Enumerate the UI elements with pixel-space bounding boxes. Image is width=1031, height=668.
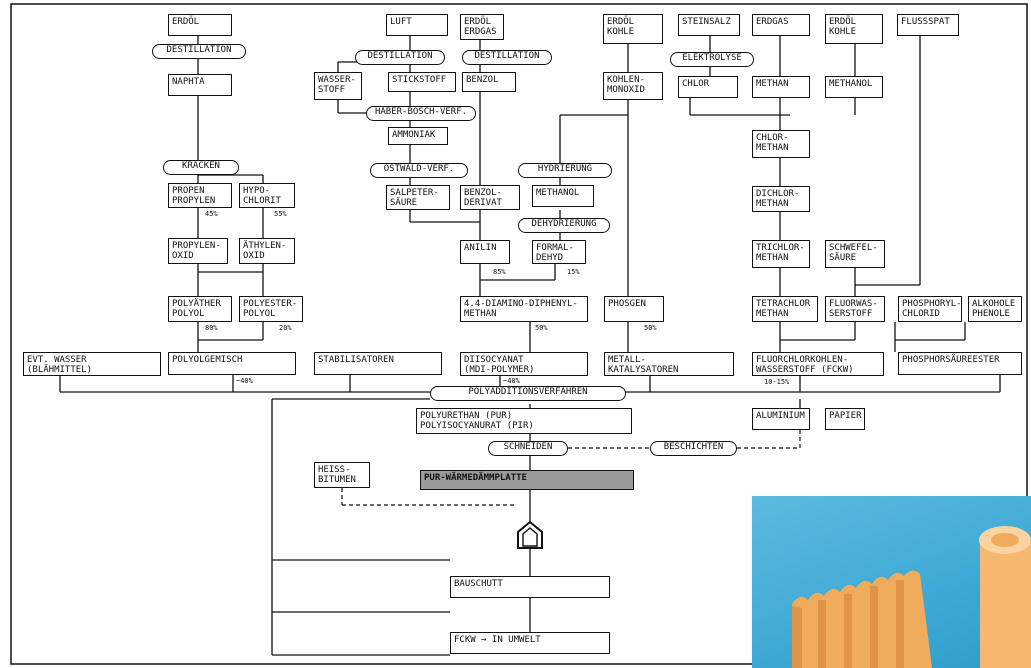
- node-trichlormethan: TRICHLOR- METHAN: [752, 240, 810, 268]
- source-erdoel-kohle-2: ERDÖL KOHLE: [825, 14, 883, 44]
- node-phosgen: PHOSGEN: [604, 296, 664, 322]
- pct-hypochlorit: 55%: [274, 210, 287, 218]
- process-destillation-3: DESTILLATION: [462, 50, 552, 65]
- product-fckw-umwelt: FCKW → IN UMWELT: [450, 632, 610, 654]
- node-schwefelsaeure: SCHWEFEL- SÄURE: [825, 240, 885, 268]
- node-benzolderivat: BENZOL- DERIVAT: [460, 185, 520, 210]
- node-hypochlorit: HYPO- CHLORIT: [239, 183, 295, 208]
- node-anilin: ANILIN: [460, 240, 510, 264]
- node-ammoniak: AMMONIAK: [388, 127, 448, 145]
- process-haber-bosch: HABER-BOSCH-VERF.: [366, 106, 476, 121]
- node-propen: PROPEN PROPYLEN: [168, 183, 232, 208]
- node-benzol: BENZOL: [462, 72, 516, 92]
- product-daemmplatte: PUR-WÄRMEDÄMMPLATTE: [420, 470, 634, 490]
- component-phosphorsaeureester: PHOSPHORSÄUREESTER: [898, 352, 1022, 375]
- component-polyolgemisch: POLYOLGEMISCH: [168, 352, 296, 375]
- product-papier: PAPIER: [825, 408, 865, 430]
- pct-formaldehyd: 15%: [567, 268, 580, 276]
- source-erdgas: ERDGAS: [752, 14, 810, 36]
- process-destillation-2: DESTILLATION: [355, 50, 445, 65]
- process-beschichten: BESCHICHTEN: [650, 441, 737, 456]
- node-salpetersaeure: SALPETER- SÄURE: [386, 185, 450, 210]
- process-hydrierung: HYDRIERUNG: [518, 163, 612, 178]
- product-bauschutt: BAUSCHUTT: [450, 576, 610, 598]
- pct-polyolgemisch: ~40%: [236, 377, 253, 385]
- house-icon: [517, 520, 543, 549]
- process-elektrolyse: ELEKTROLYSE: [670, 52, 754, 67]
- component-wasser: EVT. WASSER (BLÄHMITTEL): [23, 352, 161, 376]
- node-aethylenoxid: ÄTHYLEN- OXID: [239, 238, 295, 264]
- product-heissbitumen: HEISS- BITUMEN: [314, 462, 370, 488]
- source-luft: LUFT: [386, 14, 448, 36]
- node-methanol-top: METHANOL: [825, 76, 883, 98]
- node-chlormethan: CHLOR- METHAN: [752, 130, 810, 158]
- node-dichlormethan: DICHLOR- METHAN: [752, 186, 810, 212]
- pct-fckw: 10-15%: [764, 378, 790, 386]
- pct-diisocyanat: ~40%: [503, 377, 520, 385]
- process-polyaddition: POLYADDITIONSVERFAHREN: [430, 386, 626, 401]
- pct-anilin: 85%: [493, 268, 506, 276]
- process-kracken: KRACKEN: [163, 160, 239, 175]
- node-polyesterpolyol: POLYESTER- POLYOL: [239, 296, 303, 322]
- process-destillation-1: DESTILLATION: [152, 44, 246, 59]
- node-diaminodiphenylmethan: 4.4-DIAMINO-DIPHENYL- METHAN: [460, 296, 588, 322]
- source-erdoel: ERDÖL: [168, 14, 232, 36]
- source-flussspat: FLUSSSPAT: [897, 14, 959, 36]
- component-katalysatoren: METALL- KATALYSATOREN: [604, 352, 734, 376]
- pct-polyaether: 80%: [205, 324, 218, 332]
- node-wasserstoff: WASSER- STOFF: [314, 72, 362, 100]
- node-stickstoff: STICKSTOFF: [388, 72, 456, 92]
- node-polyaetherpolyol: POLYÄTHER POLYOL: [168, 296, 232, 322]
- node-alkohole-phenole: ALKOHOLE PHENOLE: [968, 296, 1022, 322]
- process-ostwald: OSTWALD-VERF.: [370, 163, 468, 178]
- source-steinsalz: STEINSALZ: [678, 14, 740, 36]
- node-tetrachlormethan: TETRACHLOR METHAN: [752, 296, 818, 322]
- component-stabilisatoren: STABILISATOREN: [314, 352, 442, 375]
- node-methanol-mid: METHANOL: [532, 185, 594, 207]
- insulation-photo: [752, 496, 1031, 668]
- node-phosphorylchlorid: PHOSPHORYL- CHLORID: [898, 296, 962, 322]
- node-naphta: NAPHTA: [168, 74, 232, 96]
- component-diisocyanat: DIISOCYANAT (MDI-POLYMER): [460, 352, 588, 376]
- node-methan: METHAN: [752, 76, 810, 98]
- pct-propen: 45%: [205, 210, 218, 218]
- insulation-foam-illustration: [792, 526, 1031, 668]
- product-pur: POLYURETHAN (PUR) POLYISOCYANURAT (PIR): [416, 408, 632, 434]
- node-chlor: CHLOR: [678, 76, 738, 98]
- node-formaldehyd: FORMAL- DEHYD: [532, 240, 586, 264]
- source-erdoel-kohle: ERDÖL KOHLE: [603, 14, 663, 44]
- product-aluminium: ALUMINIUM: [752, 408, 810, 430]
- process-schneiden: SCHNEIDEN: [488, 441, 568, 456]
- node-fluorwasserstoff: FLUORWAS- SERSTOFF: [825, 296, 885, 322]
- pct-phosgen: 50%: [644, 324, 657, 332]
- process-dehydrierung: DEHYDRIERUNG: [518, 218, 610, 233]
- component-fckw: FLUORCHLORKOHLEN- WASSERSTOFF (FCKW): [752, 352, 884, 376]
- pct-diamino: 50%: [535, 324, 548, 332]
- pct-polyester: 20%: [279, 324, 292, 332]
- node-propylenoxid: PROPYLEN- OXID: [168, 238, 228, 264]
- source-erdoel-erdgas: ERDÖL ERDGAS: [460, 14, 504, 40]
- node-kohlenmonoxid: KOHLEN- MONOXID: [603, 72, 663, 100]
